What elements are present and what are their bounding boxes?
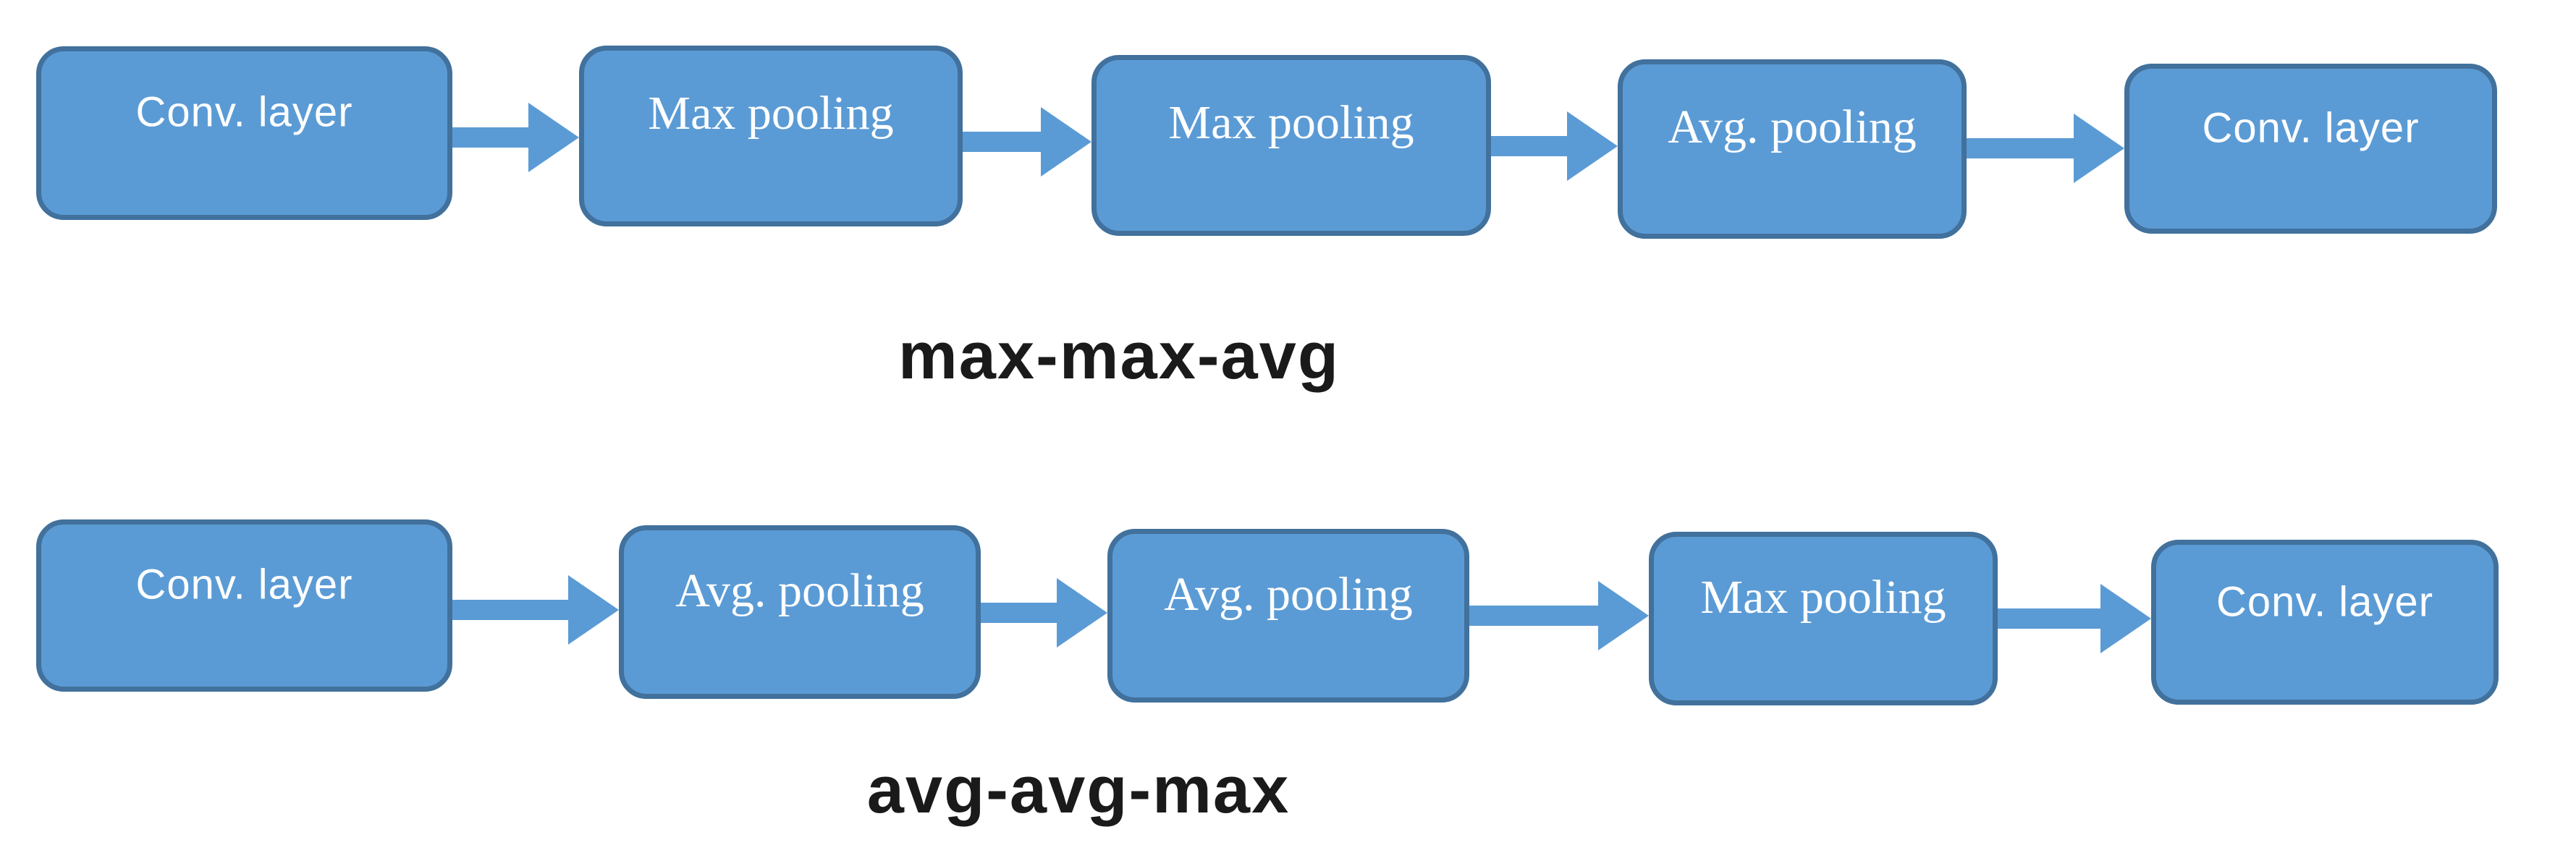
box-label: Conv. layer [135, 88, 353, 136]
flow-box-conv-layer: Conv. layer [36, 46, 452, 220]
arrow-right-icon [981, 578, 1107, 648]
arrow-stem [1491, 136, 1573, 156]
arrow-stem [963, 132, 1047, 152]
arrow-head [1041, 107, 1091, 177]
box-label: Max pooling [648, 87, 894, 140]
flow-box-conv-layer: Conv. layer [2124, 64, 2497, 234]
arrow-right-icon [452, 575, 619, 645]
flow-box-avg-pooling: Avg. pooling [619, 525, 981, 699]
flow-box-avg-pooling: Avg. pooling [1618, 59, 1967, 239]
box-label: Max pooling [1168, 96, 1414, 150]
box-label: Conv. layer [135, 561, 353, 608]
arrow-head [1567, 111, 1618, 181]
flow-box-max-pooling: Max pooling [1649, 532, 1998, 705]
flow-box-avg-pooling: Avg. pooling [1107, 529, 1469, 703]
flow-box-conv-layer: Conv. layer [2151, 540, 2499, 705]
arrow-stem [1967, 138, 2079, 158]
row-caption-max-max-avg: max-max-avg [898, 319, 1340, 393]
row-caption-avg-avg-max: avg-avg-max [866, 753, 1291, 827]
arrow-head [528, 103, 579, 172]
box-label: Avg. pooling [1668, 100, 1917, 153]
box-label: Conv. layer [2216, 578, 2434, 626]
flow-box-max-pooling: Max pooling [1091, 55, 1491, 236]
arrow-right-icon [1469, 581, 1649, 650]
box-label: Avg. pooling [675, 564, 924, 617]
arrow-stem [1998, 608, 2106, 629]
arrow-stem [1469, 606, 1604, 626]
flow-box-max-pooling: Max pooling [579, 46, 963, 226]
arrow-stem [981, 603, 1063, 623]
arrow-head [568, 575, 619, 645]
arrow-head [1598, 581, 1649, 650]
arrow-right-icon [1491, 111, 1618, 181]
box-label: Max pooling [1700, 570, 1946, 624]
flow-box-conv-layer: Conv. layer [36, 519, 452, 692]
arrow-right-icon [452, 103, 579, 172]
arrow-head [2074, 114, 2124, 183]
arrow-stem [452, 600, 574, 620]
arrow-right-icon [1998, 584, 2151, 653]
arrow-head [2100, 584, 2151, 653]
arrow-stem [452, 127, 534, 148]
box-label: Conv. layer [2202, 104, 2420, 152]
arrow-head [1057, 578, 1107, 648]
arrow-right-icon [1967, 114, 2124, 183]
arrow-right-icon [963, 107, 1091, 177]
box-label: Avg. pooling [1164, 567, 1413, 621]
